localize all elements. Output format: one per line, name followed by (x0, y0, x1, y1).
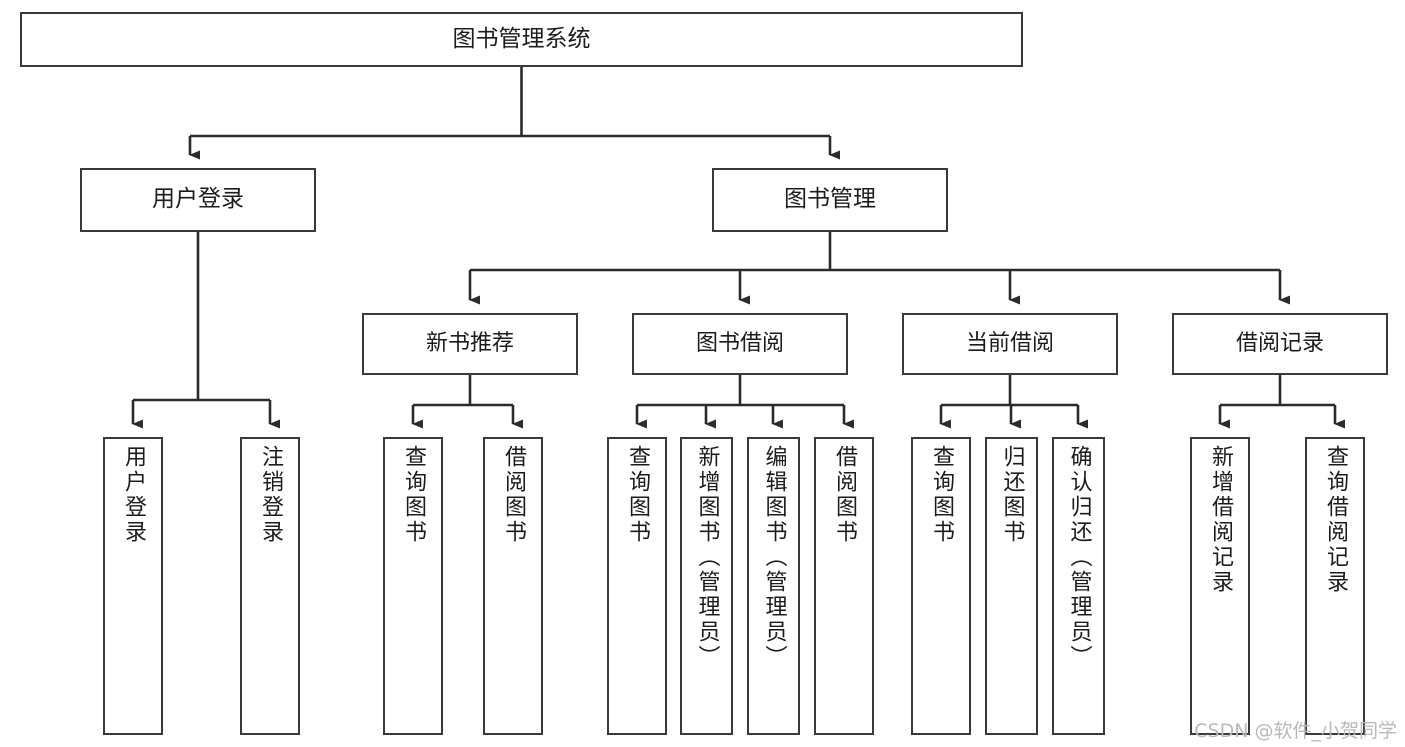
leaf-borrow-book-newbook-label: 借阅图书 (501, 445, 526, 545)
leaf-confirm-return-admin[interactable]: 确认归还（管理员） (1052, 437, 1105, 735)
node-borrow-records-label: 借阅记录 (1235, 331, 1324, 357)
node-user-login[interactable]: 用户登录 (80, 168, 316, 232)
leaf-borrow-book-newbook[interactable]: 借阅图书 (483, 437, 543, 735)
leaf-query-book-current-label: 查询图书 (929, 445, 954, 545)
leaf-logout[interactable]: 注销登录 (240, 437, 300, 735)
leaf-query-borrow-record-label: 查询借阅记录 (1323, 445, 1348, 595)
leaf-add-book-admin[interactable]: 新增图书（管理员） (680, 437, 733, 735)
connectors-borrow-to-leaves (635, 375, 854, 429)
leaf-return-book[interactable]: 归还图书 (985, 437, 1038, 735)
leaf-logout-label: 注销登录 (258, 445, 283, 545)
node-root-label: 图书管理系统 (452, 25, 591, 52)
node-book-borrow-label: 图书借阅 (695, 331, 784, 357)
leaf-user-login-label: 用户登录 (121, 445, 146, 545)
leaf-confirm-return-admin-label: 确认归还（管理员） (1066, 445, 1092, 670)
connectors-records-to-leaves (1218, 375, 1345, 429)
node-new-book-recommend-label: 新书推荐 (425, 331, 514, 357)
leaf-add-book-admin-label: 新增图书（管理员） (694, 445, 720, 670)
leaf-return-book-label: 归还图书 (999, 445, 1025, 545)
leaf-edit-book-admin[interactable]: 编辑图书（管理员） (747, 437, 800, 735)
leaf-query-book-borrow[interactable]: 查询图书 (607, 437, 667, 735)
node-new-book-recommend[interactable]: 新书推荐 (362, 313, 578, 375)
leaf-add-borrow-record[interactable]: 新增借阅记录 (1190, 437, 1250, 735)
leaf-borrow-book-label: 借阅图书 (832, 445, 857, 545)
leaf-user-login[interactable]: 用户登录 (103, 437, 163, 735)
node-borrow-records[interactable]: 借阅记录 (1172, 313, 1388, 375)
node-book-borrow[interactable]: 图书借阅 (632, 313, 848, 375)
leaf-query-book-newbook-label: 查询图书 (401, 445, 426, 545)
leaf-add-borrow-record-label: 新增借阅记录 (1208, 445, 1233, 595)
leaf-query-book-current[interactable]: 查询图书 (911, 437, 971, 735)
leaf-borrow-book[interactable]: 借阅图书 (814, 437, 874, 735)
node-book-management-label: 图书管理 (784, 186, 876, 213)
leaf-query-book-newbook[interactable]: 查询图书 (383, 437, 443, 735)
connectors-new-book-to-leaves (411, 375, 523, 429)
leaf-edit-book-admin-label: 编辑图书（管理员） (761, 445, 787, 670)
node-current-borrow-label: 当前借阅 (965, 331, 1054, 357)
leaf-query-borrow-record[interactable]: 查询借阅记录 (1305, 437, 1365, 735)
node-current-borrow[interactable]: 当前借阅 (902, 313, 1118, 375)
node-root-system[interactable]: 图书管理系统 (20, 12, 1023, 67)
node-book-management[interactable]: 图书管理 (712, 168, 948, 232)
connectors-user-login-to-leaves (131, 232, 280, 429)
connectors-current-borrow-to-leaves (939, 375, 1088, 429)
connectors-book-mgmt-to-level3 (468, 232, 1290, 305)
node-user-login-label: 用户登录 (152, 186, 244, 213)
connectors-root-to-level2 (188, 67, 840, 160)
leaf-query-book-borrow-label: 查询图书 (625, 445, 650, 545)
